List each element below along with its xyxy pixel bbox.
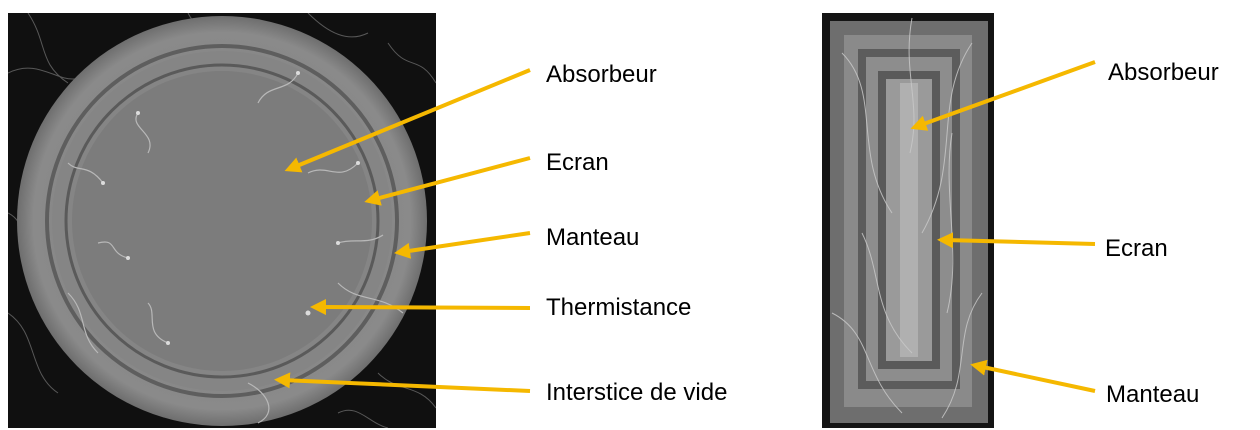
label-left-thermistance: Thermistance	[546, 294, 692, 321]
vacuum-gap-ring	[45, 44, 399, 398]
label-left-absorbeur: Absorbeur	[546, 61, 657, 88]
label-left-manteau: Manteau	[546, 224, 640, 251]
right-xray-svg	[822, 13, 994, 428]
arrow-left-absorbeur	[284, 68, 531, 173]
left-xray-image	[8, 13, 436, 428]
label-right-absorbeur: Absorbeur	[1108, 59, 1219, 86]
label-left-ecran: Ecran	[546, 149, 609, 176]
arrow-left-thermistance	[310, 299, 531, 316]
left-internal-wires	[67, 72, 404, 424]
label-right-ecran: Ecran	[1105, 235, 1168, 262]
inner-gap-ring	[64, 63, 380, 379]
label-right-manteau: Manteau	[1106, 381, 1200, 408]
side-core	[900, 83, 918, 357]
arrow-left-manteau	[394, 231, 531, 259]
left-xray-svg	[8, 13, 436, 428]
arrow-right-manteau	[970, 359, 1096, 393]
arrow-right-absorbeur	[910, 60, 1096, 131]
label-left-interstice: Interstice de vide	[546, 379, 728, 406]
right-wires	[831, 17, 983, 419]
arrow-left-interstice	[274, 372, 531, 393]
left-sensor-dots	[101, 71, 360, 345]
right-xray-image	[822, 13, 994, 428]
absorber-disc	[72, 71, 372, 371]
arrow-left-ecran	[364, 156, 531, 206]
arrow-right-ecran	[937, 232, 1096, 249]
